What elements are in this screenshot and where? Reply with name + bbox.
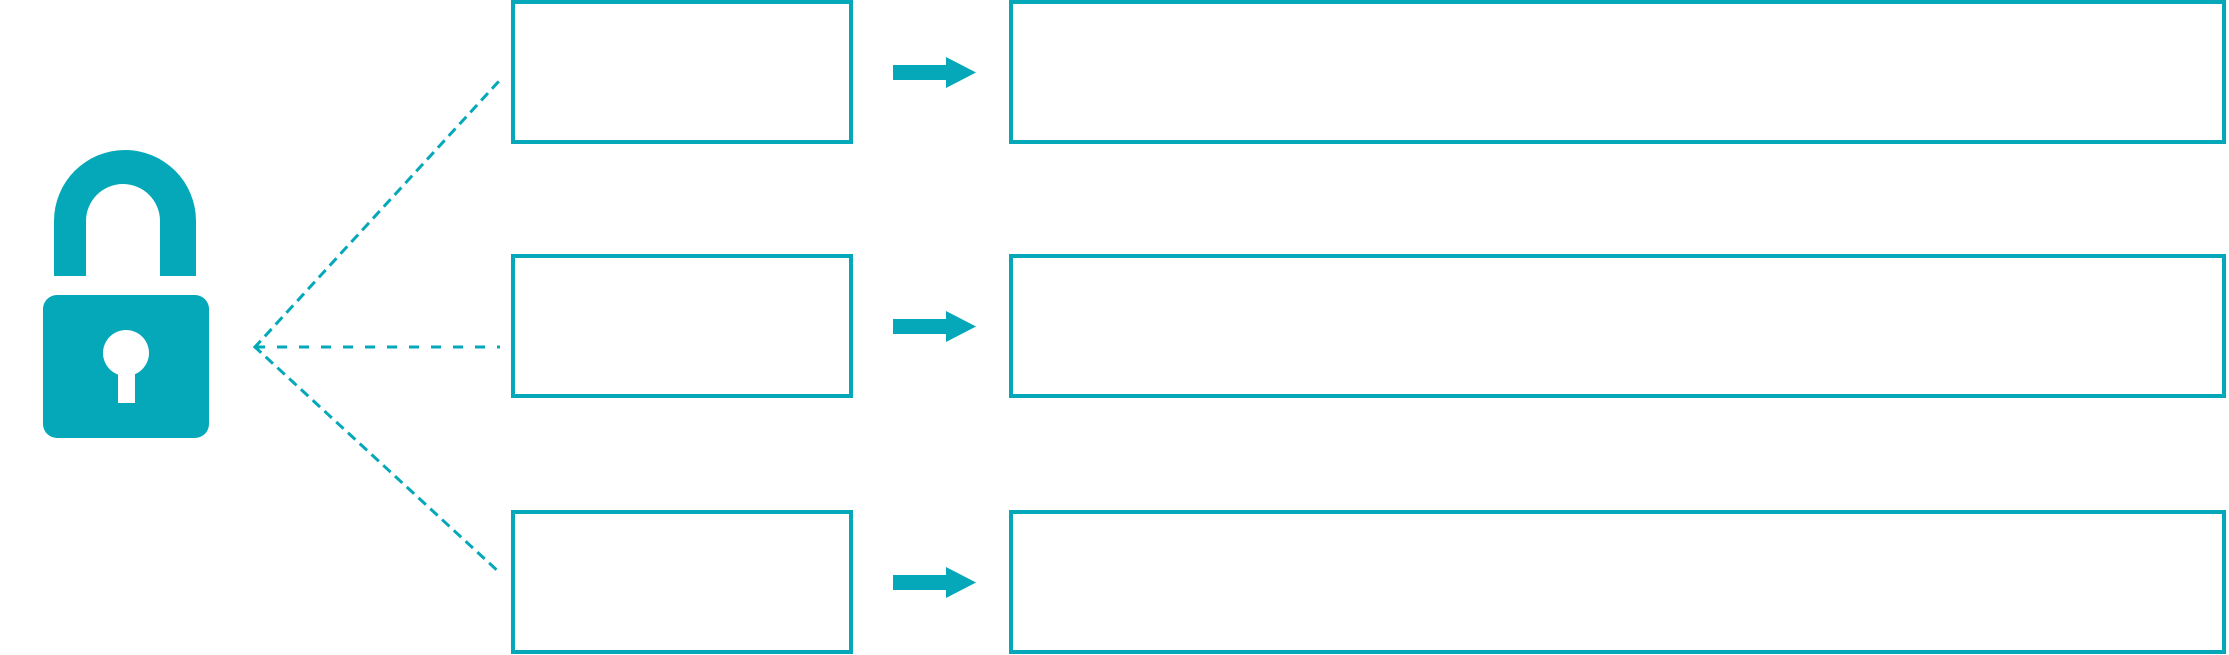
lock-icon: [22, 148, 228, 448]
row-3-right-box[interactable]: [1009, 510, 2226, 654]
row-2-left-box[interactable]: [511, 254, 853, 398]
row-1-left-box[interactable]: [511, 0, 853, 144]
diagram-row: [0, 0, 2229, 146]
row-1-right-box[interactable]: [1009, 0, 2226, 144]
row-3-left-box[interactable]: [511, 510, 853, 654]
arrow-right-icon: [893, 567, 976, 598]
diagram-row: [0, 254, 2229, 400]
row-2-right-box[interactable]: [1009, 254, 2226, 398]
arrow-right-icon: [893, 311, 976, 342]
diagram-row: [0, 510, 2229, 655]
arrow-right-icon: [893, 57, 976, 88]
